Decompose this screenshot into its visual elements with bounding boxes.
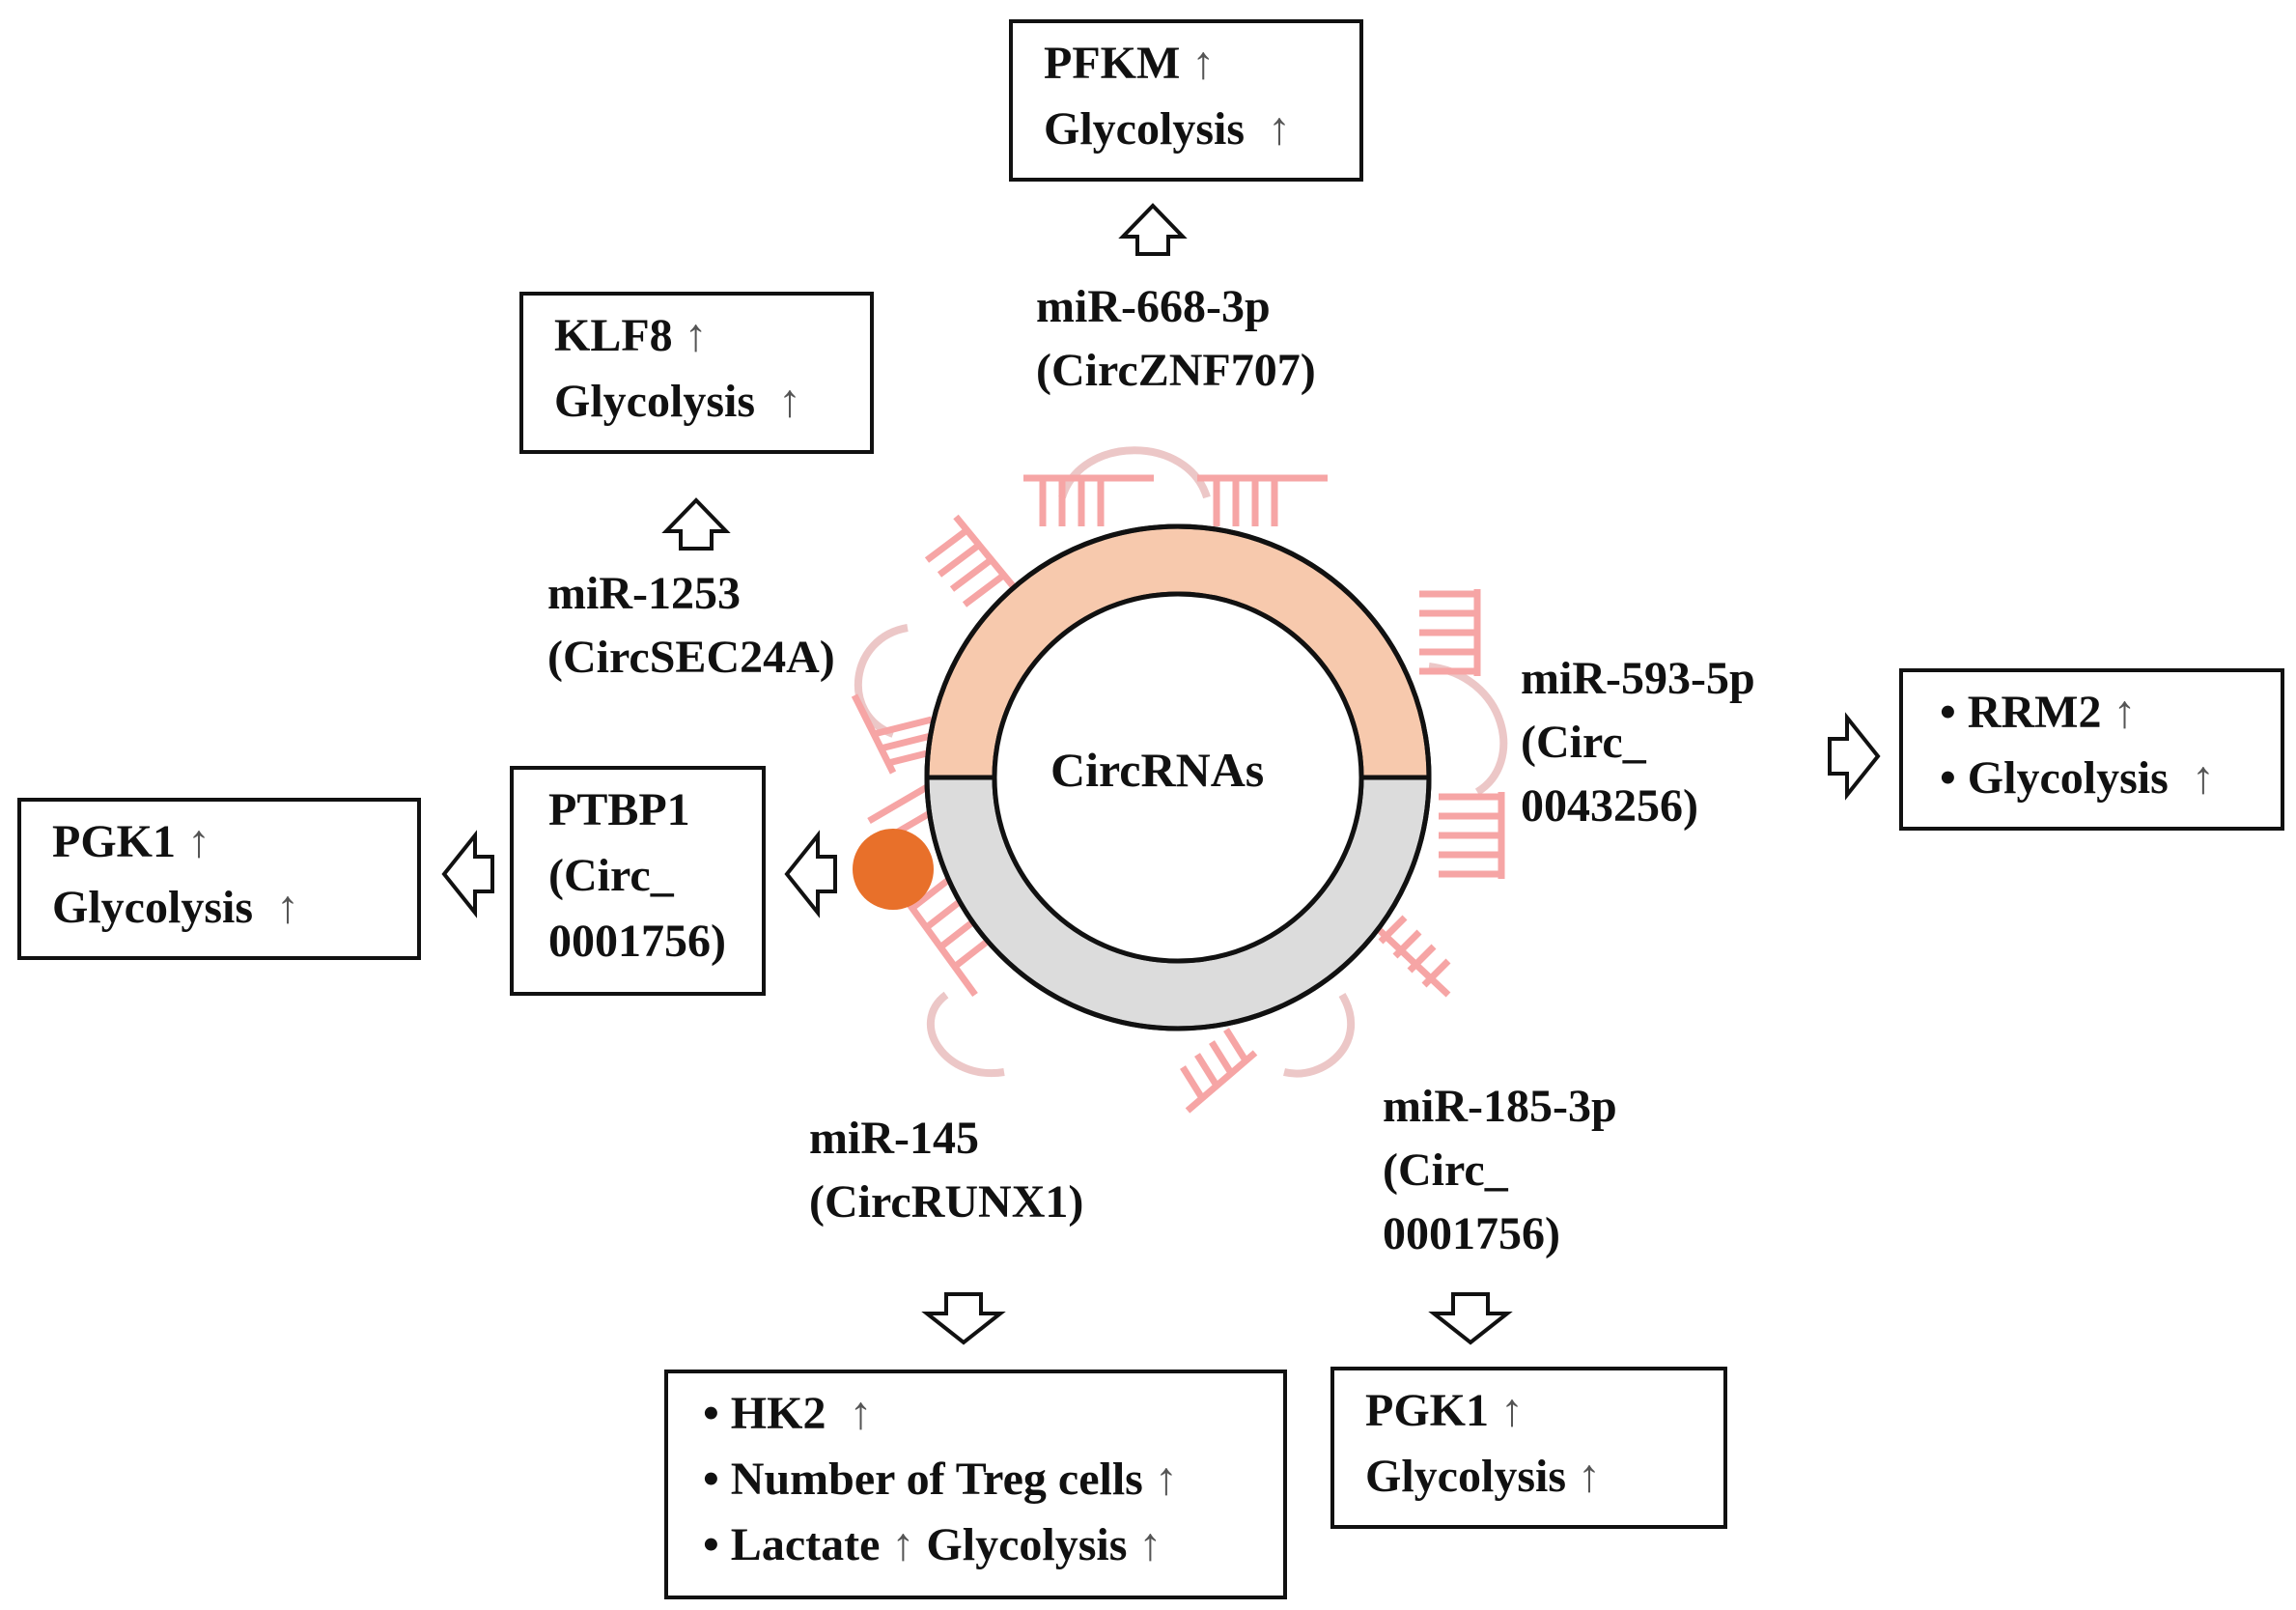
pfkm-line: PFKM ↑: [1044, 31, 1329, 97]
item-label: • Lactate: [703, 1519, 881, 1570]
mirna-name: miR-145: [809, 1113, 979, 1164]
mirna-label-bottom-right: miR-185-3p (Circ_ 0001756): [1383, 1075, 1617, 1266]
glycolysis-line: Glycolysis ↑: [1044, 97, 1329, 162]
mirna-strand-top: [1023, 474, 1328, 526]
up-arrow-icon: ↑: [2113, 687, 2137, 738]
rrm2-box: • RRM2 ↑ • Glycolysis ↑: [1899, 668, 2284, 831]
mirna-name: miR-185-3p: [1383, 1081, 1617, 1132]
gene-label: PFKM: [1044, 38, 1181, 89]
up-arrow-icon: ↑: [1154, 1454, 1178, 1505]
arrow-left-icon-ptbp1: [784, 830, 837, 918]
mirna-label-bottom: miR-145 (CircRUNX1): [809, 1107, 1083, 1234]
circ-name: (CircSEC24A): [547, 632, 835, 683]
up-arrow-icon: ↑: [1191, 38, 1216, 89]
up-arrow-icon: ↑: [1500, 1385, 1524, 1436]
pfkm-box: PFKM ↑ Glycolysis ↑: [1009, 19, 1363, 182]
up-arrow-icon: ↑: [276, 882, 300, 933]
pgk1-box-bottom-right: PGK1 ↑ Glycolysis ↑: [1330, 1367, 1727, 1529]
arrow-up-icon-top: [1118, 203, 1188, 256]
item-label: • Number of Treg cells: [703, 1454, 1143, 1505]
mirna-strand-right-lower: [1439, 792, 1505, 879]
ptbp1-protein-dot: [853, 829, 934, 910]
item-label: Glycolysis: [926, 1519, 1128, 1570]
gene-label: PGK1: [52, 816, 176, 867]
mirna-label-right: miR-593-5p (Circ_ 0043256): [1521, 647, 1755, 838]
mirna-strand-upper-left: [924, 514, 1026, 607]
protein-name: PTBP1: [548, 784, 690, 835]
gene-label: KLF8: [554, 310, 673, 361]
effect-label: Glycolysis: [1044, 103, 1246, 155]
effect-label: Glycolysis: [52, 882, 254, 933]
ptbp1-box: PTBP1 (Circ_ 0001756): [510, 766, 766, 996]
mirna-strand-right-upper: [1419, 589, 1481, 676]
circrna-ring: [924, 523, 1432, 1031]
circ-name-line1: (Circ_: [548, 850, 674, 901]
mirna-name: miR-1253: [547, 568, 741, 619]
circ-name-line2: 0001756): [1383, 1208, 1560, 1259]
mirna-strand-bottom: [1180, 1028, 1258, 1114]
circ-name-line2: 0001756): [548, 916, 726, 967]
pgk1-box-left: PGK1 ↑ Glycolysis ↑: [17, 798, 421, 960]
effect-label: Glycolysis: [1365, 1451, 1567, 1502]
circ-name: (CircRUNX1): [809, 1176, 1084, 1228]
up-arrow-icon: ↑: [1578, 1451, 1602, 1502]
arrow-up-icon-upper-left: [661, 497, 731, 551]
circ-name-line1: (Circ_: [1383, 1144, 1508, 1196]
item-label: • RRM2: [1940, 687, 2102, 738]
up-arrow-icon: ↑: [1268, 103, 1292, 155]
circ-name: (CircZNF707): [1036, 345, 1316, 396]
mirna-label-upper-left: miR-1253 (CircSEC24A): [547, 562, 835, 690]
item-label: • HK2: [703, 1388, 826, 1439]
up-arrow-icon: ↑: [1138, 1519, 1162, 1570]
effect-label: Glycolysis: [554, 376, 756, 427]
center-label: CircRNAs: [1050, 743, 1265, 797]
arrow-right-icon: [1828, 712, 1881, 801]
arrow-down-icon-bottom-right: [1428, 1292, 1513, 1345]
klf8-box: KLF8 ↑ Glycolysis ↑: [519, 292, 874, 454]
up-arrow-icon: ↑: [849, 1388, 873, 1439]
arrow-down-icon-bottom: [921, 1292, 1006, 1345]
mirna-strand-lower-right: [1368, 915, 1451, 998]
hk2-box: • HK2 ↑ • Number of Treg cells ↑ • Lacta…: [664, 1370, 1287, 1599]
up-arrow-icon: ↑: [187, 816, 210, 867]
up-arrow-icon: ↑: [684, 310, 708, 361]
mirna-name: miR-593-5p: [1521, 653, 1755, 704]
arrow-left-icon-pgk1: [441, 830, 494, 918]
hollow-arrows: [441, 203, 1881, 1345]
up-arrow-icon: ↑: [2191, 752, 2215, 804]
circ-name-line2: 0043256): [1521, 780, 1698, 832]
mirna-name: miR-668-3p: [1036, 281, 1271, 332]
circ-name-line1: (Circ_: [1521, 717, 1646, 768]
item-label: • Glycolysis: [1940, 752, 2169, 804]
gene-label: PGK1: [1365, 1385, 1489, 1436]
mirna-label-top: miR-668-3p (CircZNF707): [1036, 275, 1316, 403]
up-arrow-icon: ↑: [891, 1519, 915, 1570]
up-arrow-icon: ↑: [778, 376, 802, 427]
